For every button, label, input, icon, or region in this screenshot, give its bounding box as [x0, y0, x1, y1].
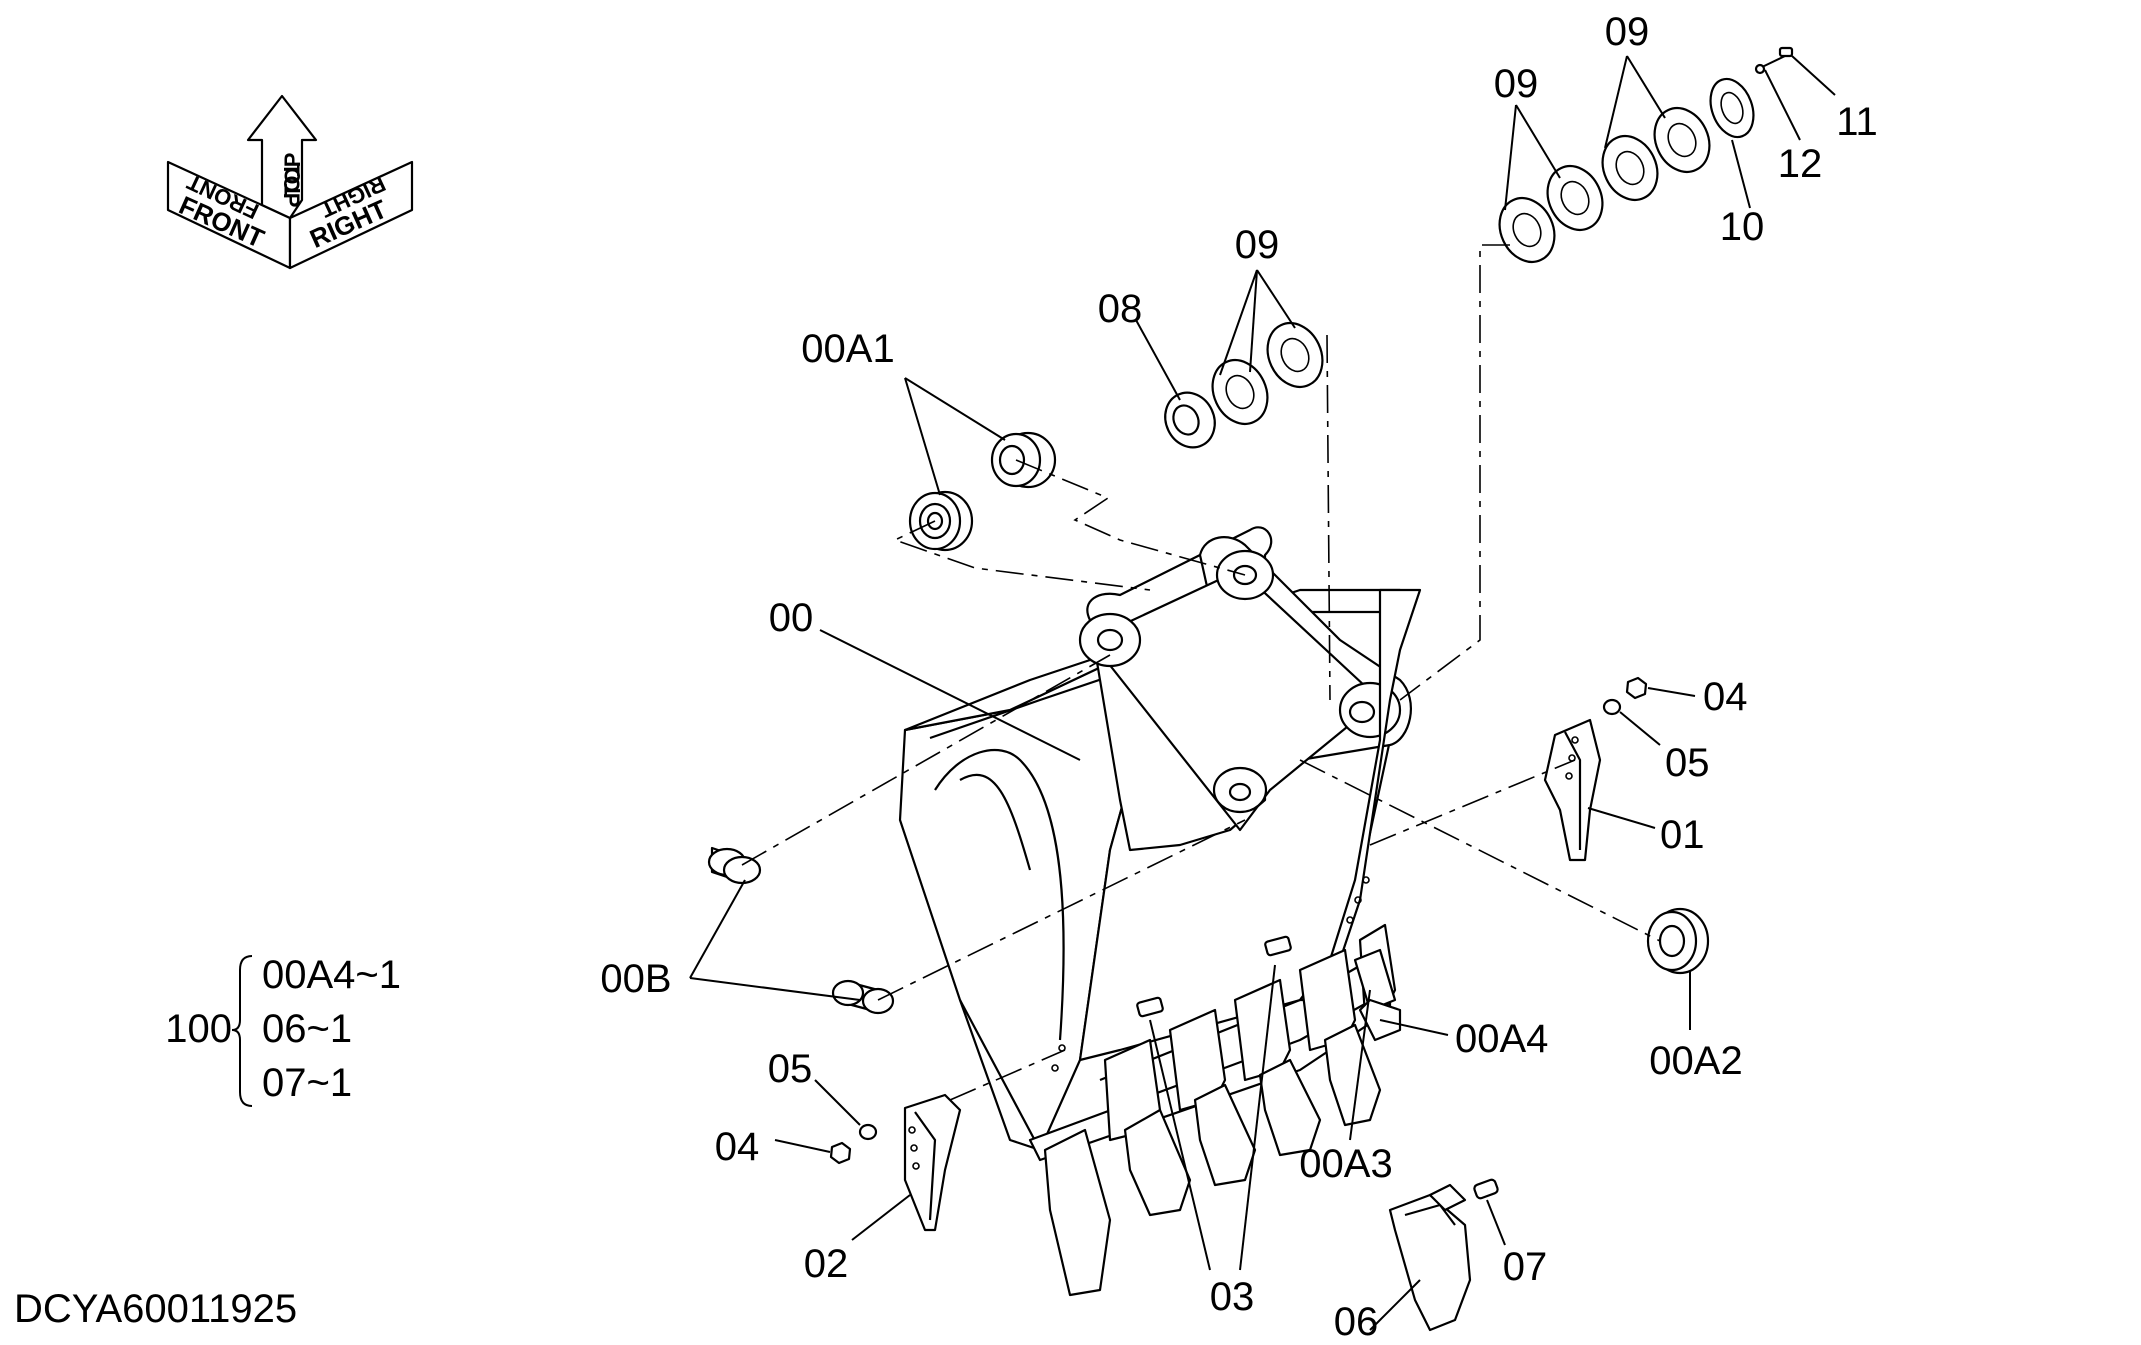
- bucket-teeth: [1043, 923, 1402, 1297]
- side-cutter-01: [1543, 718, 1602, 862]
- label-09-upper-left: 09: [1494, 62, 1539, 106]
- label-08: 08: [1098, 287, 1143, 331]
- label-12: 12: [1778, 142, 1823, 186]
- label-05-right: 05: [1665, 741, 1710, 785]
- label-03: 03: [1210, 1275, 1255, 1319]
- label-07: 07: [1503, 1245, 1548, 1289]
- side-cutter-02: [903, 1093, 962, 1232]
- label-02: 02: [804, 1242, 849, 1286]
- label-01: 01: [1660, 813, 1705, 857]
- label-00B: 00B: [600, 957, 671, 1001]
- washer-08: [1164, 391, 1216, 449]
- label-04-left: 04: [715, 1125, 760, 1169]
- label-06: 06: [1334, 1300, 1379, 1340]
- label-00A2: 00A2: [1649, 1039, 1742, 1083]
- orientation-top-label-a: TOP: [279, 163, 304, 208]
- label-00A4: 00A4: [1455, 1017, 1548, 1061]
- assembly-item-2: 06~1: [262, 1007, 352, 1051]
- label-11: 11: [1836, 100, 1878, 144]
- label-00A3: 00A3: [1299, 1142, 1392, 1186]
- assembly-item-3: 07~1: [262, 1061, 352, 1105]
- drawing-id: DCYA60011925: [14, 1287, 297, 1331]
- leader-lines: [689, 55, 1836, 1331]
- bolts-03: [1136, 935, 1292, 1018]
- centerlines: [741, 244, 1661, 1101]
- bushings-00A1: [908, 431, 1057, 552]
- tooth-point-06: [1388, 1178, 1499, 1332]
- assembly-note: 100 00A4~1 06~1 07~1: [165, 953, 401, 1107]
- plate-10-bolt-11-washer-12: [1709, 46, 1794, 139]
- bushings-00B: [707, 846, 895, 1015]
- bushing-00A2: [1646, 907, 1710, 975]
- label-09-upper-right: 09: [1605, 10, 1650, 54]
- orientation-indicator: FRONT FRONT TOP TOP RIGHT RIGHT: [166, 94, 414, 270]
- assembly-item-1: 00A4~1: [262, 953, 401, 997]
- label-00: 00: [769, 596, 814, 640]
- callout-labels: 00A1 00 08 09 09 09 10 11 12 04 05 01 00…: [600, 10, 1878, 1344]
- label-04-right: 04: [1703, 675, 1748, 719]
- nuts-and-washers: [829, 676, 1648, 1165]
- label-05-left: 05: [768, 1047, 813, 1091]
- label-00A1: 00A1: [801, 327, 894, 371]
- label-10: 10: [1720, 205, 1765, 249]
- shims-09: [1211, 107, 1711, 425]
- label-09-mid: 09: [1235, 223, 1280, 267]
- orientation-top-label-b: TOP: [280, 153, 305, 198]
- assembly-qty: 100: [165, 1007, 232, 1051]
